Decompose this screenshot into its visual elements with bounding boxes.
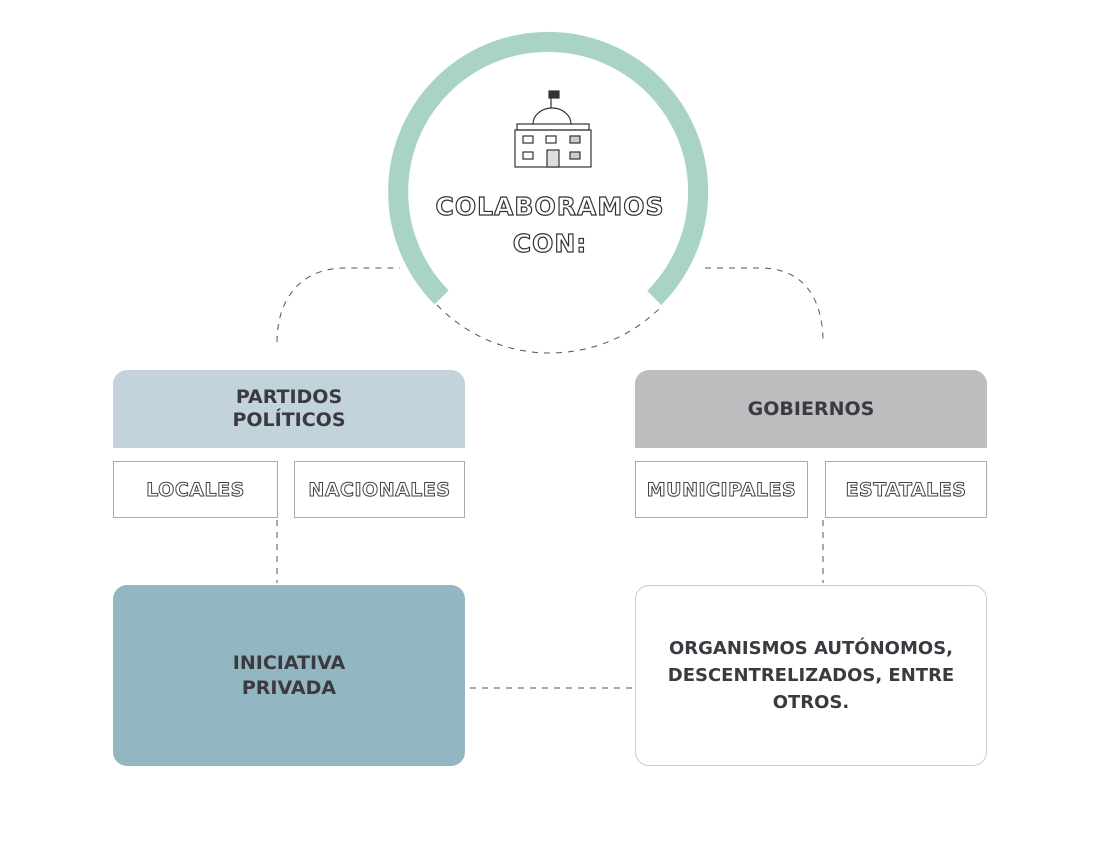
locales-box: LOCALES	[113, 461, 278, 518]
organismos-box: ORGANISMOS AUTÓNOMOS, DESCENTRELIZADOS, E…	[635, 585, 987, 766]
text-line: OTROS.	[772, 692, 850, 713]
estatales-box: ESTATALES	[825, 461, 987, 518]
ring-arc	[388, 31, 709, 305]
gobiernos-header: GOBIERNOS	[635, 370, 987, 448]
left-connector	[276, 267, 400, 343]
government-building-icon	[514, 90, 592, 168]
nacionales-box: NACIONALES	[294, 461, 465, 518]
title-line-2: CON:	[512, 228, 588, 258]
center-title: COLABORAMOS CON:	[400, 188, 700, 262]
text-line: ORGANISMOS AUTÓNOMOS,	[669, 638, 953, 659]
text-line: INICIATIVA	[232, 651, 346, 674]
text-line: PRIVADA	[241, 676, 337, 699]
text-line: DESCENTRELIZADOS, ENTRE	[667, 665, 955, 686]
right-connector	[705, 267, 824, 343]
header-line: PARTIDOS	[235, 386, 343, 408]
title-line-1: COLABORAMOS	[435, 191, 665, 221]
ring-dashed-arc	[436, 304, 661, 354]
header-line: POLÍTICOS	[232, 409, 346, 431]
municipales-box: MUNICIPALES	[635, 461, 808, 518]
